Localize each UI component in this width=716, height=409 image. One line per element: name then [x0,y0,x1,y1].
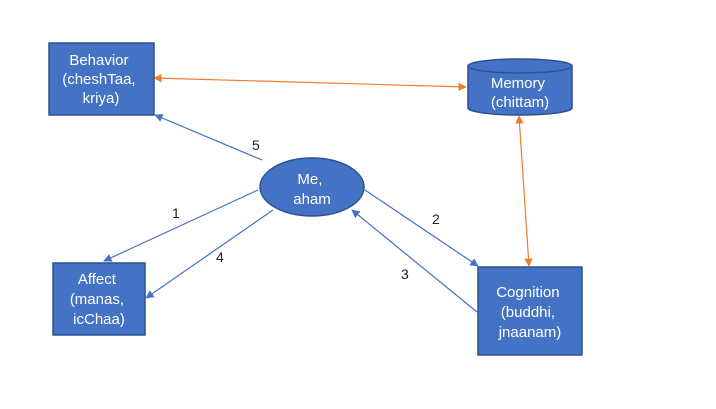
memory-node: Memory (chittam) [467,58,573,116]
arrow-me-to-behavior [154,114,263,161]
affect-node: Affect (manas, icChaa) [52,262,146,336]
edge-label-5: 5 [252,137,260,153]
arrow-me-to-affect-2 [145,209,274,299]
me-node: Me, aham [259,157,365,217]
me-label: Me, aham [293,171,331,208]
memory-cognition-connector [515,115,533,267]
arrow-me-to-cognition [364,189,479,267]
edge-label-1: 1 [172,205,180,221]
behavior-node: Behavior (cheshTaa, kriya) [48,42,155,116]
cognition-label: Cognition (buddhi, jnaanam) [496,284,564,341]
cognition-node: Cognition (buddhi, jnaanam) [477,266,583,356]
memory-label: Memory (chittam) [491,75,549,111]
arrow-cognition-to-me [351,209,478,313]
edge-label-2: 2 [432,211,440,227]
affect-label: Affect (manas, icChaa) [70,271,128,328]
edge-label-3: 3 [401,266,409,282]
behavior-memory-connector [153,74,467,91]
behavior-label: Behavior (cheshTaa, kriya) [62,52,140,107]
edge-label-4: 4 [216,249,224,265]
arrow-me-to-affect [103,189,259,262]
